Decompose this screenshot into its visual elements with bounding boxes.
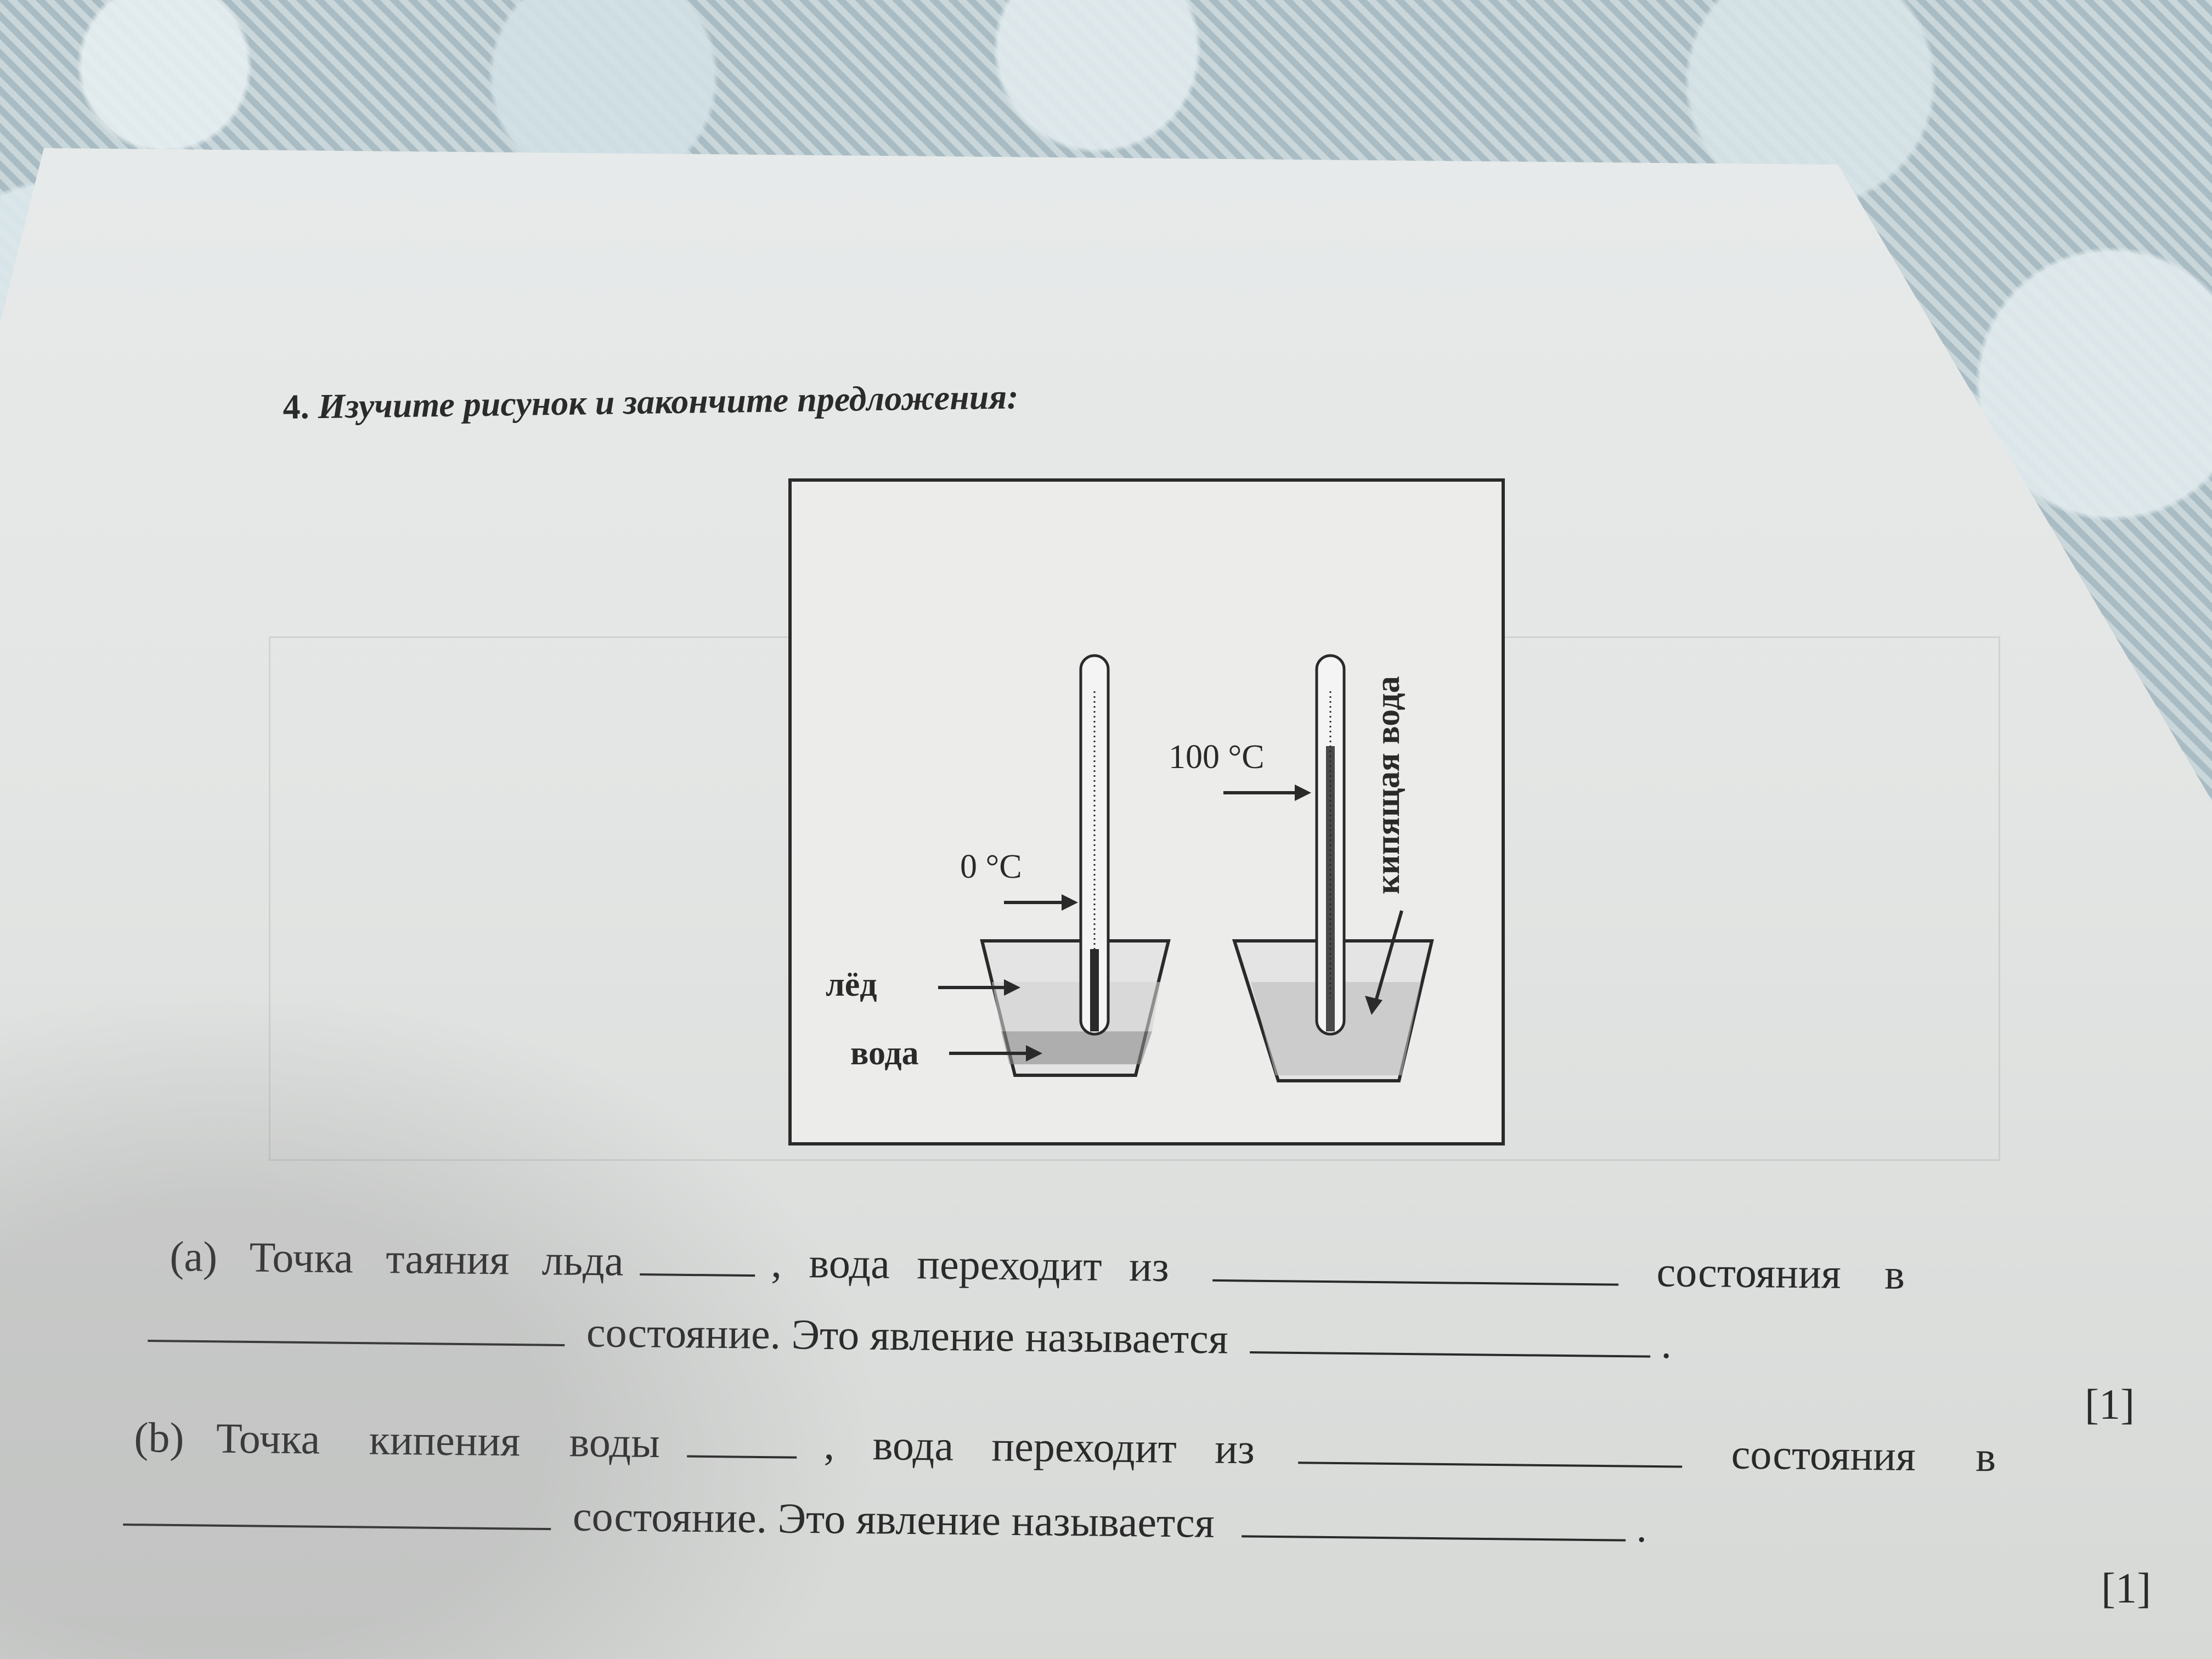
- ice-label: лёд: [826, 966, 877, 1003]
- part-a-text-1: Точка таяния льда: [249, 1233, 624, 1285]
- part-b-text-4: состояние. Это явление называется: [572, 1492, 1215, 1547]
- part-a-text-2: , вода переходит из: [771, 1238, 1170, 1291]
- part-b-boiling-point-blank[interactable]: [686, 1424, 797, 1459]
- question-number: 4.: [283, 387, 310, 426]
- part-a-mark: [1]: [2085, 1380, 2135, 1428]
- part-a-end: .: [1661, 1319, 1672, 1368]
- part-b-text-3: состояния в: [1731, 1430, 1996, 1481]
- part-b-from-state-blank[interactable]: [1298, 1431, 1683, 1468]
- hundred-degree-label: 100 °C: [1169, 738, 1265, 776]
- part-b-phenomenon-blank[interactable]: [1241, 1504, 1626, 1542]
- part-b-to-state-blank[interactable]: [123, 1492, 551, 1531]
- part-a-text-4: состояние. Это явление называется: [586, 1308, 1229, 1363]
- part-a-melting-point-blank[interactable]: [639, 1242, 755, 1277]
- part-a-text-3: состояния в: [1656, 1248, 1905, 1299]
- ice-beaker: [980, 939, 1171, 1077]
- mercury-column-right: [1326, 746, 1335, 1031]
- part-a-label: (a): [170, 1232, 218, 1280]
- thermometer-right: [1315, 654, 1346, 1036]
- ice-layer: [992, 982, 1160, 1031]
- part-b-mark: [1]: [2101, 1564, 2151, 1612]
- part-a-to-state-blank[interactable]: [148, 1308, 565, 1346]
- water-layer: [1001, 1031, 1152, 1064]
- part-a-phenomenon-blank[interactable]: [1249, 1321, 1651, 1358]
- part-b-end: .: [1636, 1503, 1647, 1551]
- boiling-water-label: кипящая вода: [1369, 676, 1407, 894]
- mercury-column-left: [1090, 949, 1099, 1031]
- zero-degree-label: 0 °C: [960, 848, 1022, 885]
- part-b-text-2: , вода переходит из: [823, 1420, 1255, 1473]
- part-a-from-state-blank[interactable]: [1212, 1248, 1619, 1286]
- water-label: вода: [850, 1035, 919, 1072]
- thermometer-left: [1079, 654, 1110, 1036]
- question-prompt: Изучите рисунок и закончите предложения:: [318, 377, 1019, 426]
- figure-arrows: [938, 785, 1403, 1062]
- thermometer-figure: 0 °C 100 °C лёд вода кипящая вода: [788, 478, 1505, 1146]
- part-b-label: (b): [134, 1413, 184, 1462]
- part-b-text-1: Точка кипения воды: [216, 1414, 661, 1467]
